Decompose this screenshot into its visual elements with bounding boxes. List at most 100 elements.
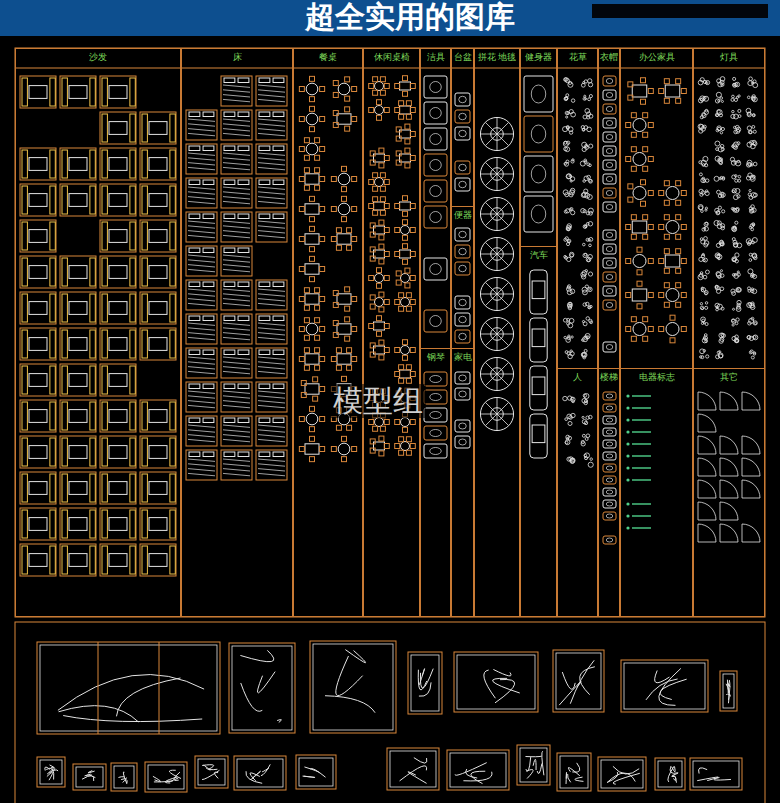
fixture-symbol — [603, 118, 616, 128]
plant-symbol — [752, 254, 756, 258]
chair-symbol — [331, 357, 336, 362]
fixture-symbol — [459, 316, 467, 323]
carpet-symbol — [497, 174, 508, 185]
bed-symbol — [188, 337, 215, 339]
chair-symbol — [399, 306, 404, 311]
framed-pictures — [37, 641, 742, 792]
chair-symbol — [370, 223, 375, 228]
chair-symbol — [659, 293, 664, 298]
sofa-symbol — [69, 302, 87, 315]
sofa-symbol — [90, 546, 95, 574]
fixture-symbol — [459, 130, 467, 137]
door-symbol — [698, 414, 716, 432]
bed-symbol — [258, 405, 285, 407]
chair-symbol — [664, 302, 669, 307]
chair-symbol — [304, 288, 309, 293]
sofa-symbol — [62, 546, 67, 574]
plant-symbol — [732, 95, 735, 98]
chair-symbol — [664, 234, 669, 239]
picture-drawing — [526, 757, 531, 771]
chair-symbol — [399, 101, 404, 106]
chair-symbol — [664, 181, 669, 186]
bed-symbol — [258, 124, 285, 126]
plant-symbol — [563, 396, 567, 400]
plant-symbol — [563, 190, 568, 195]
bed-symbol — [223, 269, 250, 271]
fixture-symbol — [524, 156, 553, 192]
plant-symbol — [735, 253, 739, 257]
sofa-symbol — [102, 402, 107, 430]
chair-symbol — [345, 287, 350, 292]
picture-drawing — [418, 670, 427, 690]
carpet-symbol — [497, 334, 508, 345]
plant-symbol — [714, 176, 719, 181]
fixture-symbol — [424, 310, 447, 332]
bed-symbol — [221, 110, 252, 140]
chair-symbol — [336, 245, 341, 250]
plant-symbol — [580, 161, 585, 166]
bed-symbol — [188, 235, 215, 237]
sofa-symbol — [50, 366, 55, 394]
plant-symbol — [734, 338, 739, 343]
chair-symbol — [304, 365, 309, 370]
sofa-symbol — [100, 400, 136, 432]
chair-symbol — [405, 268, 410, 273]
bed-symbol — [259, 78, 270, 83]
chair-symbol — [406, 378, 411, 383]
electric-symbol — [632, 419, 651, 420]
carpet-symbol — [481, 214, 497, 215]
plant-symbol — [716, 355, 720, 359]
plant-symbol — [565, 440, 570, 445]
chair-symbol — [342, 436, 347, 441]
sofa-symbol — [50, 186, 55, 214]
picture-drawing — [484, 670, 496, 698]
table-symbol — [306, 323, 318, 335]
sofa-symbol — [109, 482, 127, 495]
bed-symbol — [259, 316, 270, 321]
sofa-symbol — [69, 266, 87, 279]
category-section: 家电 — [451, 348, 474, 617]
plant-symbol — [753, 114, 755, 116]
picture-frame — [73, 764, 106, 790]
bed-symbol — [223, 299, 250, 301]
table-symbol — [401, 418, 410, 427]
picture-frame — [621, 660, 708, 712]
sofa-symbol — [69, 158, 87, 171]
carpet-symbol — [486, 403, 497, 414]
plant-symbol — [705, 207, 707, 209]
carpet-symbol — [486, 123, 497, 134]
picture-drawing — [575, 777, 584, 781]
fixture-symbol — [603, 90, 616, 100]
door-symbol — [698, 458, 716, 476]
chair-symbol — [310, 427, 315, 432]
chair-symbol — [373, 426, 378, 431]
bed-symbol — [238, 418, 249, 423]
sofa-symbol — [100, 184, 136, 216]
table-symbol — [375, 274, 384, 283]
bed-symbol — [223, 362, 250, 364]
picture-drawing — [214, 772, 218, 778]
plant-symbol — [732, 144, 736, 148]
sofa-symbol — [69, 482, 87, 495]
category-heading: 便器 — [452, 207, 473, 221]
plant-symbol — [586, 434, 590, 438]
picture-frame — [111, 763, 137, 791]
carpet-symbol — [497, 163, 508, 174]
sofa-symbol — [20, 472, 56, 504]
plant-symbol — [582, 147, 586, 151]
plant-symbol — [568, 335, 570, 337]
chair-symbol — [403, 211, 408, 216]
chair-symbol — [396, 160, 401, 165]
sofa-symbol — [102, 114, 107, 142]
electric-symbol — [626, 454, 629, 457]
fixture-symbol — [459, 248, 467, 255]
plant-symbol — [732, 324, 734, 326]
table-symbol — [306, 143, 318, 155]
carpet-symbol — [497, 414, 508, 425]
plant-symbol — [753, 336, 756, 339]
picture-drawing — [414, 758, 427, 763]
sofa-symbol — [62, 366, 67, 394]
chair-symbol — [304, 155, 309, 160]
plant-symbol — [705, 302, 707, 304]
plant-symbol — [751, 205, 755, 209]
